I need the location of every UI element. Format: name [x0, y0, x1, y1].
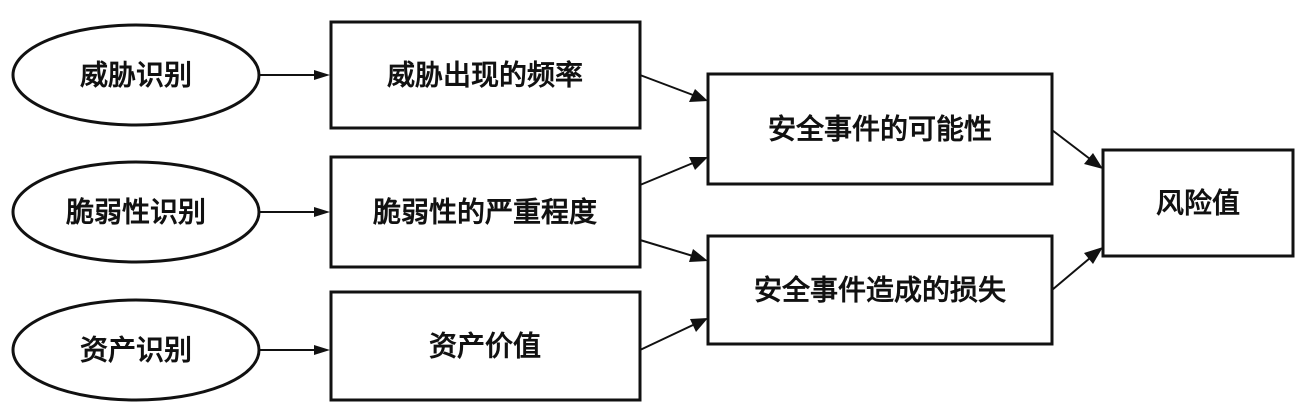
ellipse-shape	[11, 23, 261, 127]
arrowhead	[1084, 153, 1103, 169]
arrowhead	[314, 345, 330, 355]
node-label: 安全事件造成的损失	[754, 274, 1007, 307]
rect-shape	[706, 234, 1054, 346]
node-threat-frequency: 威胁出现的频率	[329, 20, 642, 130]
node-asset-identification: 资产识别	[11, 298, 261, 402]
node-label: 威胁识别	[80, 59, 192, 92]
node-label: 安全事件的可能性	[768, 113, 992, 146]
node-vulnerability-severity: 脆弱性的严重程度	[329, 155, 642, 269]
node-label: 威胁出现的频率	[387, 59, 583, 92]
node-asset-value: 资产价值	[329, 290, 642, 402]
edges	[259, 70, 1103, 355]
rect-shape	[329, 290, 642, 402]
edge-vuln-severity-to-event-loss	[639, 239, 694, 257]
rect-shape	[706, 72, 1054, 186]
edge-event-likelihood-to-risk-value	[1051, 129, 1091, 160]
edge-threat-freq-to-event-likelihood	[639, 74, 694, 96]
arrowhead	[314, 70, 330, 80]
rect-shape	[329, 20, 642, 130]
node-risk-value: 风险值	[1101, 148, 1295, 258]
node-event-likelihood: 安全事件的可能性	[706, 72, 1054, 186]
node-vulnerability-identification: 脆弱性识别	[11, 160, 261, 264]
edge-vuln-severity-to-event-likelihood	[639, 162, 694, 186]
rect-shape	[1101, 148, 1295, 258]
ellipse-shape	[11, 298, 261, 402]
arrowhead	[1084, 247, 1103, 264]
arrowhead	[689, 89, 708, 102]
node-label: 风险值	[1156, 187, 1240, 220]
arrowhead	[314, 207, 330, 217]
node-label: 脆弱性的严重程度	[372, 196, 597, 229]
rect-shape	[329, 155, 642, 269]
node-label: 资产价值	[429, 330, 541, 363]
node-label: 脆弱性识别	[65, 196, 206, 229]
arrowhead	[689, 157, 708, 170]
edge-asset-value-to-event-loss	[639, 324, 694, 351]
arrowhead	[690, 318, 708, 332]
node-label: 资产识别	[80, 334, 192, 367]
node-threat-identification: 威胁识别	[11, 23, 261, 127]
arrowhead	[689, 249, 708, 262]
edge-event-loss-to-risk-value	[1051, 257, 1091, 291]
ellipse-shape	[11, 160, 261, 264]
node-event-loss: 安全事件造成的损失	[706, 234, 1054, 346]
